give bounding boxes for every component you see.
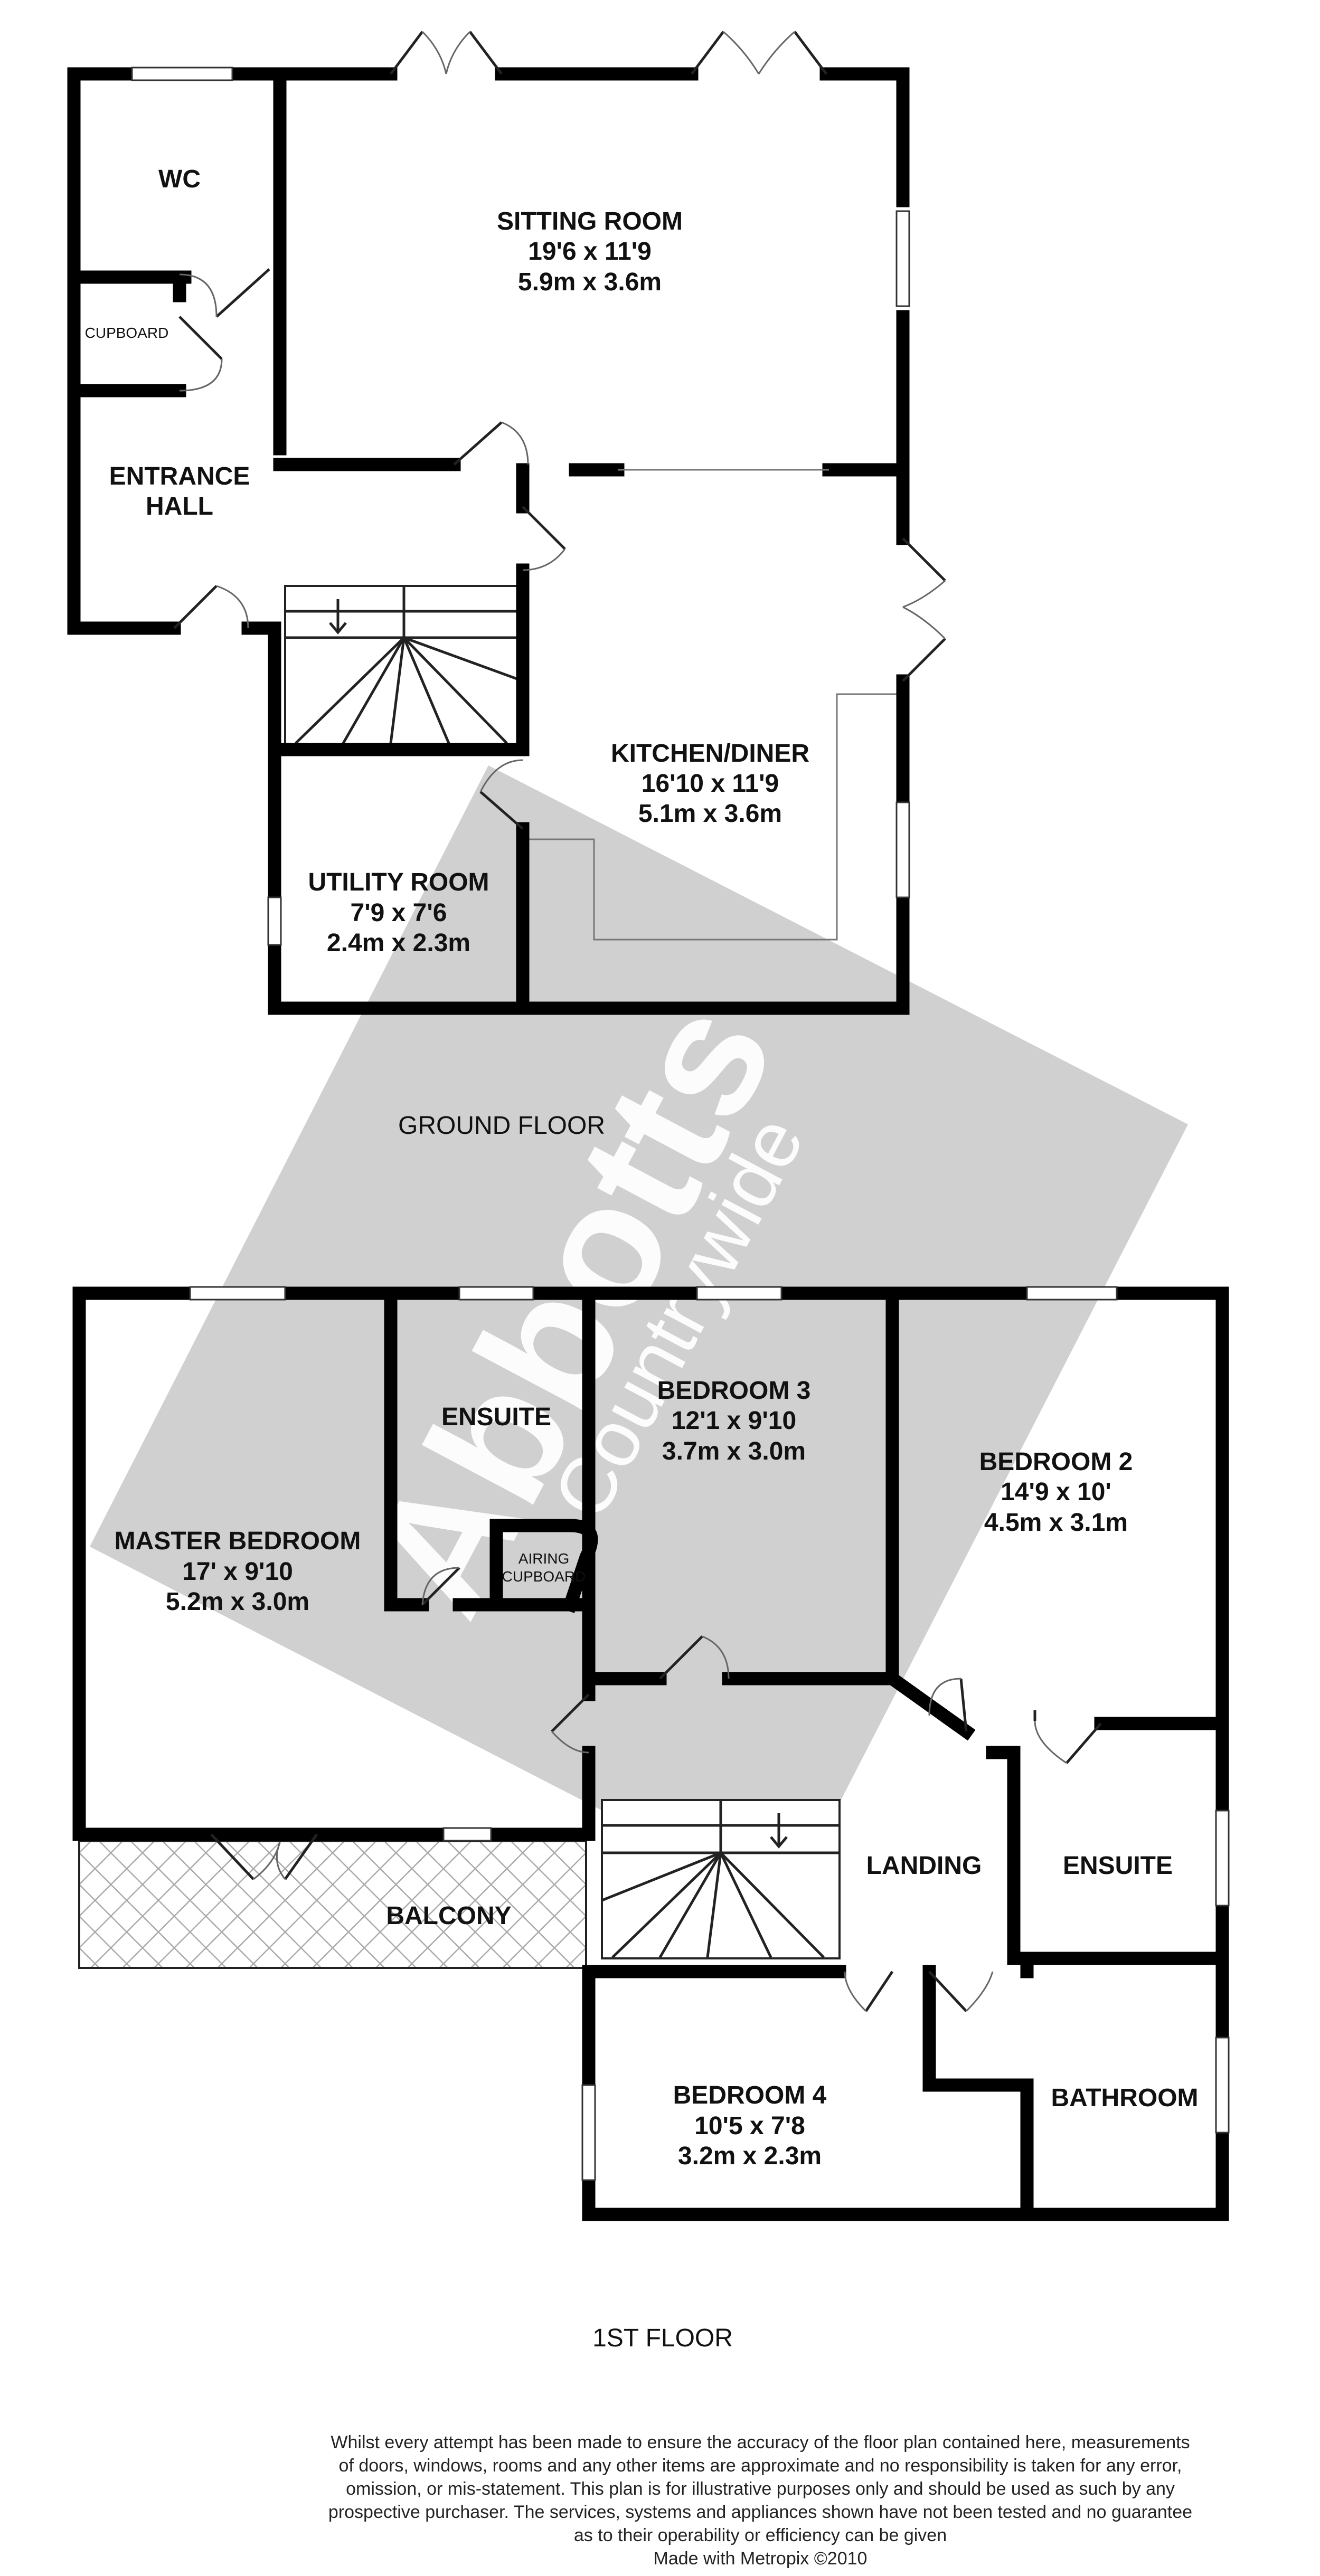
watermark: Abbotts Countrywide [90,765,1188,1906]
ground-doors [173,268,566,830]
room-bedroom3-metric: 3.7m x 3.0m [662,1437,806,1465]
window [131,67,233,81]
window [1215,2037,1230,2134]
disclaimer-block: Whilst every attempt has been made to en… [328,2432,1192,2569]
window [895,210,910,307]
room-bedroom2-name: BEDROOM 2 [979,1448,1133,1476]
room-entrance-hall-line1: ENTRANCE [109,462,250,490]
ground-floor-label: GROUND FLOOR [398,1112,605,1140]
room-bedroom4-metric: 3.2m x 2.3m [678,2142,822,2170]
room-landing-name: LANDING [866,1852,982,1880]
room-sitting-room-imperial: 19'6 x 11'9 [528,238,652,266]
room-bedroom4-imperial: 10'5 x 7'8 [694,2112,805,2140]
ground-windows [131,67,910,946]
room-airing-cupboard-line1: AIRING [518,1550,569,1567]
room-bedroom2-metric: 4.5m x 3.1m [984,1509,1128,1537]
ground-floor: WC CUPBOARD ENTRANCE HALL SITTING ROOM 1… [67,31,946,1140]
disclaimer-line: of doors, windows, rooms and any other i… [339,2456,1182,2476]
room-sitting-room-name: SITTING ROOM [497,207,683,235]
room-ensuite-bedroom2-name: ENSUITE [1063,1852,1173,1880]
room-utility-room-metric: 2.4m x 2.3m [327,929,470,957]
room-bedroom2-imperial: 14'9 x 10' [1001,1478,1111,1506]
room-balcony-name: BALCONY [386,1902,511,1930]
watermark-band [90,765,1188,1906]
window [895,801,910,898]
first-floor: MASTER BEDROOM 17' x 9'10 5.2m x 3.0m EN… [72,1286,1230,2352]
ground-french-doors [390,31,946,682]
room-master-bedroom-name: MASTER BEDROOM [115,1527,361,1555]
disclaimer-line: omission, or mis-statement. This plan is… [346,2479,1175,2499]
first-floor-windows [189,1286,1230,2181]
disclaimer-line: prospective purchaser. The services, sys… [328,2502,1192,2522]
room-entrance-hall-line2: HALL [146,493,213,520]
first-floor-staircase [601,1799,841,1959]
metropix-credit: Made with Metropix ©2010 [654,2549,868,2569]
room-wc-name: WC [158,165,201,193]
room-master-bedroom-metric: 5.2m x 3.0m [166,1588,309,1616]
first-floor-room-labels: MASTER BEDROOM 17' x 9'10 5.2m x 3.0m EN… [115,1377,1199,2170]
window [267,896,282,946]
room-bathroom-name: BATHROOM [1051,2084,1198,2112]
window [189,1286,286,1301]
room-kitchen-diner-metric: 5.1m x 3.6m [638,800,782,828]
room-bedroom3-name: BEDROOM 3 [657,1377,811,1405]
disclaimer-line: Whilst every attempt has been made to en… [331,2432,1190,2452]
room-utility-room-name: UTILITY ROOM [308,868,489,896]
balcony-area [78,1840,587,1969]
disclaimer-line: as to their operability or efficiency ca… [574,2525,947,2545]
window [1026,1286,1118,1301]
window [442,1827,492,1842]
room-utility-room-imperial: 7'9 x 7'6 [351,899,447,927]
room-bedroom4-name: BEDROOM 4 [673,2081,827,2109]
window [696,1286,782,1301]
airing-cupboard-outline [489,1519,598,1613]
kitchen-worktop [523,693,898,941]
window [581,2084,596,2181]
room-bedroom3-imperial: 12'1 x 9'10 [672,1407,796,1435]
ground-walls [67,67,910,1015]
ground-staircase [284,585,524,745]
room-ensuite-master-name: ENSUITE [441,1403,551,1431]
ground-room-labels: WC CUPBOARD ENTRANCE HALL SITTING ROOM 1… [85,165,809,957]
room-cupboard-name: CUPBOARD [85,325,169,341]
window [458,1286,534,1301]
room-airing-cupboard-line2: CUPBOARD [502,1568,586,1585]
room-sitting-room-metric: 5.9m x 3.6m [518,268,662,296]
first-floor-doors [210,1567,1102,2012]
first-floor-label: 1ST FLOOR [592,2324,733,2352]
room-kitchen-diner-name: KITCHEN/DINER [611,740,809,768]
window [1215,1810,1230,1907]
room-kitchen-diner-imperial: 16'10 x 11'9 [642,770,779,798]
room-master-bedroom-imperial: 17' x 9'10 [182,1558,293,1586]
